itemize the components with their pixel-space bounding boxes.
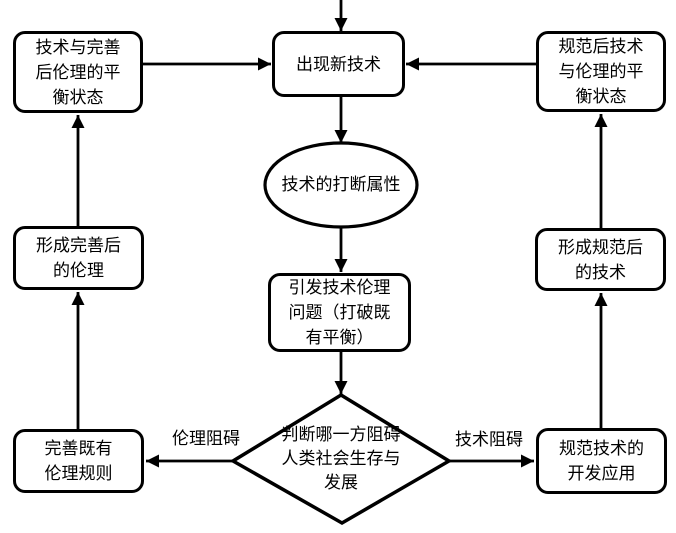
node-balance-improved-ethics: 技术与完善 后伦理的平 衡状态	[13, 31, 143, 113]
decision-diamond	[229, 392, 453, 526]
interrupt-ellipse	[263, 141, 419, 229]
node-regulate-development-application: 规范技术的 开发应用	[536, 428, 667, 494]
node-ethics-issue: 引发技术伦理 问题（打破既 有平衡）	[268, 273, 411, 352]
label-decision: 判断哪一方阻碍 人类社会生存与 发展	[281, 425, 401, 492]
node-new-technology: 出现新技术	[272, 31, 405, 97]
label-interrupt-property: 技术的打断属性	[281, 175, 401, 194]
node-improved-ethics: 形成完善后 的伦理	[13, 226, 144, 290]
node-improve-existing-rules: 完善既有 伦理规则	[13, 429, 144, 493]
edge-label-ethics-obstructs: 伦理阻碍	[172, 429, 240, 448]
node-balance-regulated-tech: 规范后技术 与伦理的平 衡状态	[536, 31, 666, 112]
node-regulated-technology: 形成规范后 的技术	[535, 228, 666, 291]
edge-label-tech-obstructs: 技术阻碍	[455, 430, 523, 449]
